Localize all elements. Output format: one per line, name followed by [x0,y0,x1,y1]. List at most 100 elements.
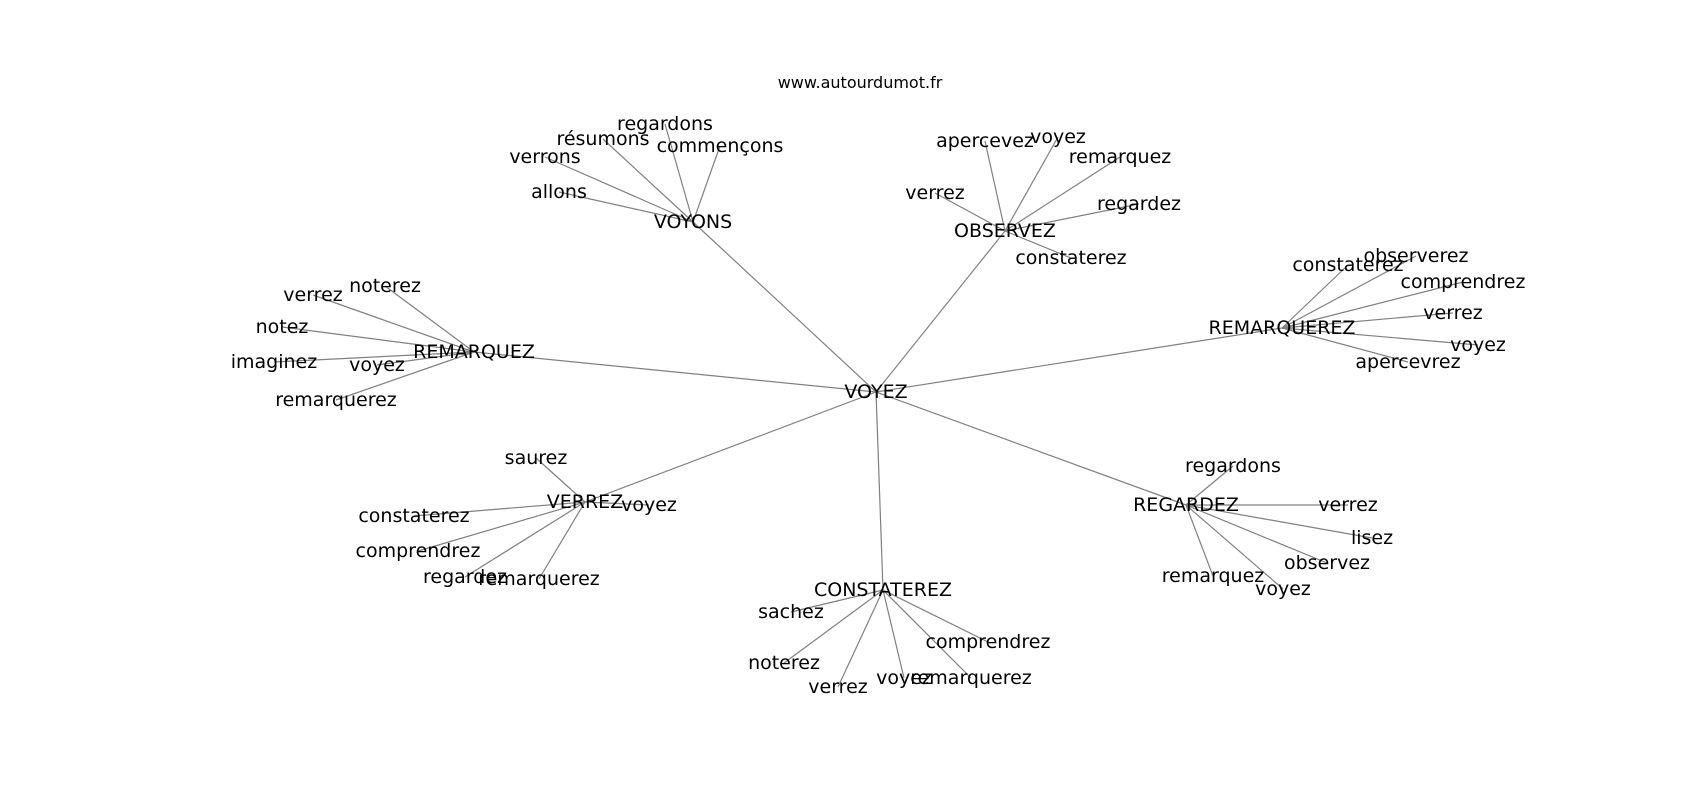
leaf-node-comprendrez: comprendrez [926,631,1051,653]
edge-remarquerez-verrez [1281,312,1454,329]
leaf-node-sachez: sachez [758,601,824,623]
leaf-node-constaterez: constaterez [358,505,469,527]
leaf-node-comprendrez: comprendrez [1401,271,1526,293]
hub-node-remarquerez: REMARQUEREZ [1209,317,1356,339]
site-url: www.autourdumot.fr [778,73,943,92]
edge-regardez-observez [1185,504,1328,564]
leaf-node-voyez: voyez [876,667,932,689]
edge-observez-apercevez [984,140,1006,232]
leaf-node-saurez: saurez [505,447,568,469]
leaf-node-constaterez: constaterez [1292,254,1403,276]
edge-voyez-remarquez [473,351,877,393]
edge-remarquerez-voyez [1281,327,1479,346]
edge-voyez-voyons [692,221,877,393]
leaf-node-lisez: lisez [1351,527,1393,549]
leaf-node-noterez: noterez [748,652,820,674]
edge-verrez-constaterez [413,501,586,517]
hub-node-voyons: VOYONS [654,211,732,233]
leaf-node-verrez: verrez [808,676,867,698]
edge-observez-remarquez [1004,156,1121,232]
leaf-node-regardons: regardons [1185,455,1281,477]
leaf-node-commencons: commençons [657,135,784,157]
edge-voyez-regardez [875,391,1187,506]
leaf-node-apercevez: apercevez [936,130,1034,152]
edge-observez-voyez [1004,136,1059,232]
edge-remarquez-notez [281,326,475,353]
edge-voyons-verrons [544,156,694,223]
edge-voyez-constaterez [875,391,884,591]
leaf-node-regardez: regardez [1097,193,1181,215]
leaf-node-observez: observez [1284,552,1370,574]
edge-voyons-commencons [692,145,721,223]
edge-voyons-regardons [664,123,694,223]
hub-node-observez: OBSERVEZ [954,220,1056,242]
leaf-node-noterez: noterez [349,275,421,297]
center-node-label: VOYEZ [844,381,907,403]
edge-verrez-remarquerez [538,501,586,580]
edge-voyez-verrez [584,391,877,503]
leaf-node-regardons: regardons [617,113,713,135]
edge-verrez-voyez [584,501,650,506]
edge-voyez-observez [875,230,1006,393]
leaf-node-voyez: voyez [1255,578,1311,600]
leaf-node-verrez: verrez [905,182,964,204]
leaf-node-observerez: observerez [1363,245,1468,267]
edges-layer [273,123,1479,688]
edge-remarquez-voyez [376,351,475,366]
leaf-node-verrez: verrez [283,284,342,306]
edge-verrez-regardez [464,501,586,578]
leaf-node-constaterez: constaterez [1015,247,1126,269]
leaf-node-comprendrez: comprendrez [356,540,481,562]
edge-regardez-regardons [1185,465,1234,506]
leaf-node-resumons: résumons [556,128,649,150]
edge-regardez-lisez [1185,504,1373,539]
edge-remarquerez-observerez [1281,255,1417,329]
edge-voyons-allons [558,191,694,223]
hub-node-remarquez: REMARQUEZ [413,341,535,363]
edge-remarquerez-constaterez [1281,264,1349,329]
hub-node-verrez: VERREZ [547,491,623,513]
edge-constaterez-verrez [837,589,884,688]
leaf-node-verrez: verrez [1423,302,1482,324]
edge-remarquez-noterez [384,285,475,353]
edge-verrez-saurez [535,457,586,503]
edge-constaterez-remarquerez [882,589,972,679]
edge-constaterez-comprendrez [882,589,989,643]
hub-node-regardez: REGARDEZ [1133,494,1239,516]
edge-constaterez-sachez [790,589,884,613]
edge-remarquez-remarquerez [335,351,475,401]
leaf-node-imaginez: imaginez [231,351,318,373]
leaf-node-voyez: voyez [621,494,677,516]
leaf-node-allons: allons [531,181,587,203]
edge-remarquez-verrez [312,294,475,353]
hub-node-constaterez: CONSTATEREZ [814,579,952,601]
leaf-node-remarquerez: remarquerez [275,389,397,411]
edge-constaterez-noterez [783,589,884,664]
leaf-node-remarquerez: remarquerez [910,667,1032,689]
leaf-node-notez: notez [256,316,309,338]
leaf-node-verrons: verrons [509,146,580,168]
edge-voyons-resumons [602,138,694,223]
leaf-node-voyez: voyez [1030,126,1086,148]
leaf-node-regardez: regardez [423,566,507,588]
edge-remarquerez-comprendrez [1281,281,1464,329]
edge-remarquez-imaginez [273,351,475,363]
leaf-node-apercevrez: apercevrez [1355,351,1460,373]
edge-regardez-voyez [1185,504,1284,590]
edge-voyez-remarquerez [875,327,1283,393]
edge-observez-verrez [934,192,1006,232]
leaf-node-voyez: voyez [349,354,405,376]
edge-regardez-remarquez [1185,504,1214,577]
leaf-node-voyez: voyez [1450,334,1506,356]
leaf-node-remarquez: remarquez [1162,565,1265,587]
edge-constaterez-voyez [882,589,905,679]
edge-observez-regardez [1004,203,1140,232]
leaf-node-verrez: verrez [1318,494,1377,516]
edge-remarquerez-apercevrez [1281,327,1409,363]
leaf-node-remarquerez: remarquerez [478,568,600,590]
edge-verrez-comprendrez [417,501,586,552]
edge-observez-constaterez [1004,230,1072,259]
leaf-node-remarquez: remarquez [1069,146,1172,168]
